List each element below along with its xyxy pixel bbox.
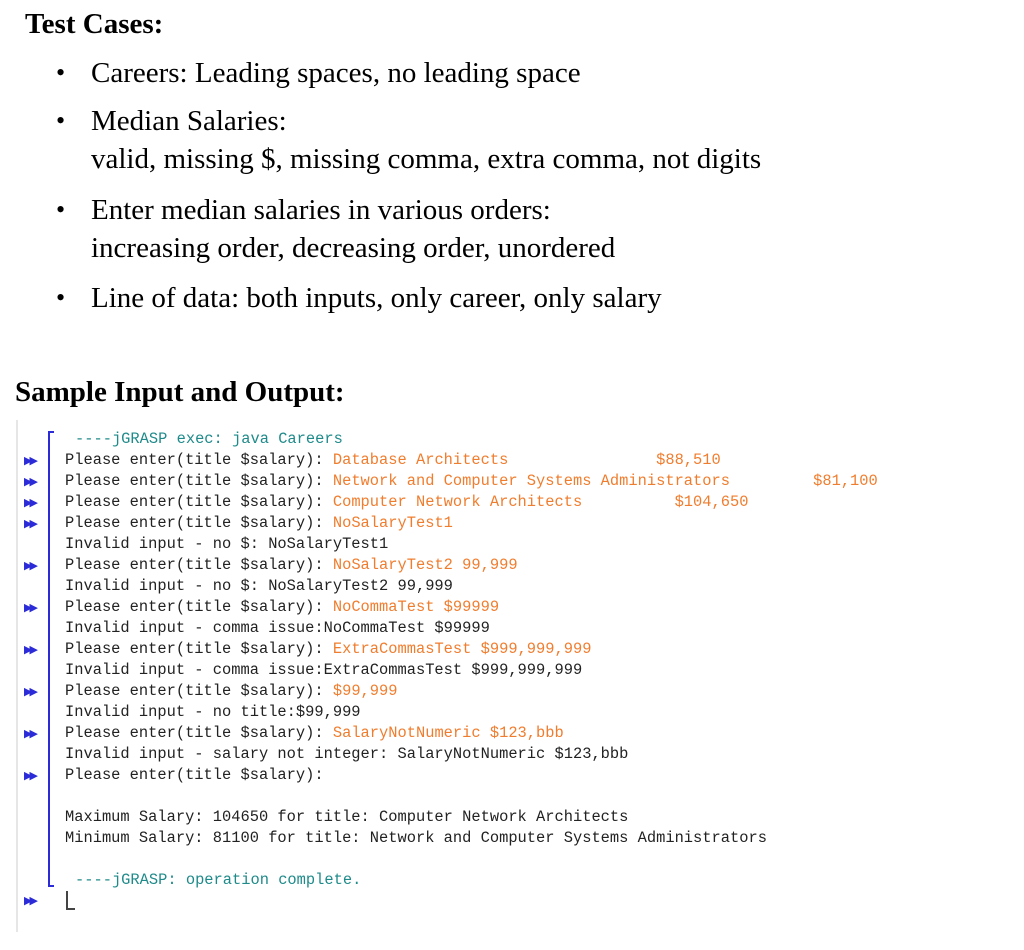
output-line: Maximum Salary: 104650 for title: Comput… (65, 808, 629, 826)
input-arrow-icon: ▶▶ (24, 894, 38, 907)
user-input-text: Computer Network Architects $104,650 (332, 493, 749, 511)
prompt-text: Please enter(title $salary): (65, 640, 333, 658)
input-arrow-icon: ▶▶ (24, 475, 38, 488)
prompt-text: Please enter(title $salary): (65, 472, 333, 490)
test-case-line: Careers: Leading spaces, no leading spac… (91, 57, 581, 89)
prompt-text: Please enter(title $salary): (65, 724, 333, 742)
bullet-icon: • (56, 195, 66, 224)
output-line: Invalid input - salary not integer: Sala… (65, 745, 629, 763)
input-arrow-icon: ▶▶ (24, 601, 38, 614)
user-input-text: $99,999 (332, 682, 398, 700)
user-input-text: Database Architects $88,510 (332, 451, 721, 469)
test-case-item: • Median Salaries: valid, missing $, mis… (56, 102, 991, 178)
bullet-icon: • (56, 106, 66, 135)
output-line: Invalid input - no $: NoSalaryTest2 99,9… (65, 577, 453, 595)
bullet-icon: • (56, 283, 66, 312)
input-arrow-icon: ▶▶ (24, 685, 38, 698)
input-arrow-icon: ▶▶ (24, 496, 38, 509)
prompt-text: Please enter(title $salary): (65, 493, 333, 511)
user-input-text: ExtraCommasTest $999,999,999 (332, 640, 592, 658)
output-line: Invalid input - no $: NoSalaryTest1 (65, 535, 389, 553)
output-line: Invalid input - no title:$99,999 (65, 703, 361, 721)
input-arrow-icon: ▶▶ (24, 517, 38, 530)
test-case-line: increasing order, decreasing order, unor… (91, 232, 616, 264)
text-cursor[interactable] (66, 891, 75, 910)
prompt-line: Please enter(title $salary): (65, 765, 324, 786)
prompt-text: Please enter(title $salary): (65, 451, 333, 469)
test-case-line: valid, missing $, missing comma, extra c… (91, 143, 762, 175)
prompt-line: Please enter(title $salary): SalaryNotNu… (65, 723, 564, 744)
input-arrow-icon: ▶▶ (24, 643, 38, 656)
prompt-line: Please enter(title $salary): $99,999 (65, 681, 398, 702)
prompt-text: Please enter(title $salary): (65, 766, 324, 784)
input-arrow-icon: ▶▶ (24, 559, 38, 572)
prompt-line: Please enter(title $salary): Network and… (65, 471, 878, 492)
user-input-text: NoSalaryTest1 (332, 514, 453, 532)
input-arrow-icon: ▶▶ (24, 769, 38, 782)
test-case-line: Enter median salaries in various orders: (91, 194, 551, 226)
bullet-icon: • (56, 58, 66, 87)
user-input-text: Network and Computer Systems Administrat… (332, 472, 878, 490)
test-case-item: • Line of data: both inputs, only career… (56, 279, 991, 317)
output-line: Minimum Salary: 81100 for title: Network… (65, 829, 767, 847)
test-cases-heading: Test Cases: (25, 8, 164, 40)
prompt-line: Please enter(title $salary): NoSalaryTes… (65, 555, 518, 576)
console-gutter-rule (16, 420, 18, 932)
test-case-line: Median Salaries: (91, 105, 287, 137)
jgrasp-console[interactable]: ----jGRASP exec: java Careers ▶▶ Please e… (0, 420, 1024, 950)
user-input-text: NoSalaryTest2 99,999 (332, 556, 518, 574)
prompt-line: Please enter(title $salary): Database Ar… (65, 450, 721, 471)
prompt-text: Please enter(title $salary): (65, 556, 333, 574)
input-arrow-icon: ▶▶ (24, 727, 38, 740)
input-arrow-icon: ▶▶ (24, 454, 38, 467)
prompt-text: Please enter(title $salary): (65, 598, 333, 616)
exec-end-line: ----jGRASP: operation complete. (75, 871, 362, 889)
prompt-line: Please enter(title $salary): Computer Ne… (65, 492, 748, 513)
output-line: Invalid input - comma issue:ExtraCommasT… (65, 661, 583, 679)
prompt-text: Please enter(title $salary): (65, 514, 333, 532)
user-input-text: SalaryNotNumeric $123,bbb (332, 724, 564, 742)
test-case-item: • Careers: Leading spaces, no leading sp… (56, 54, 991, 92)
test-case-item: • Enter median salaries in various order… (56, 191, 991, 267)
prompt-line: Please enter(title $salary): ExtraCommas… (65, 639, 591, 660)
prompt-text: Please enter(title $salary): (65, 682, 333, 700)
prompt-line: Please enter(title $salary): NoSalaryTes… (65, 513, 453, 534)
user-input-text: NoCommaTest $99999 (332, 598, 500, 616)
test-case-line: Line of data: both inputs, only career, … (91, 282, 662, 314)
exec-start-line: ----jGRASP exec: java Careers (75, 430, 343, 448)
prompt-line: Please enter(title $salary): NoCommaTest… (65, 597, 499, 618)
sample-heading: Sample Input and Output: (15, 376, 345, 408)
output-line: Invalid input - comma issue:NoCommaTest … (65, 619, 490, 637)
run-bracket (48, 431, 54, 887)
